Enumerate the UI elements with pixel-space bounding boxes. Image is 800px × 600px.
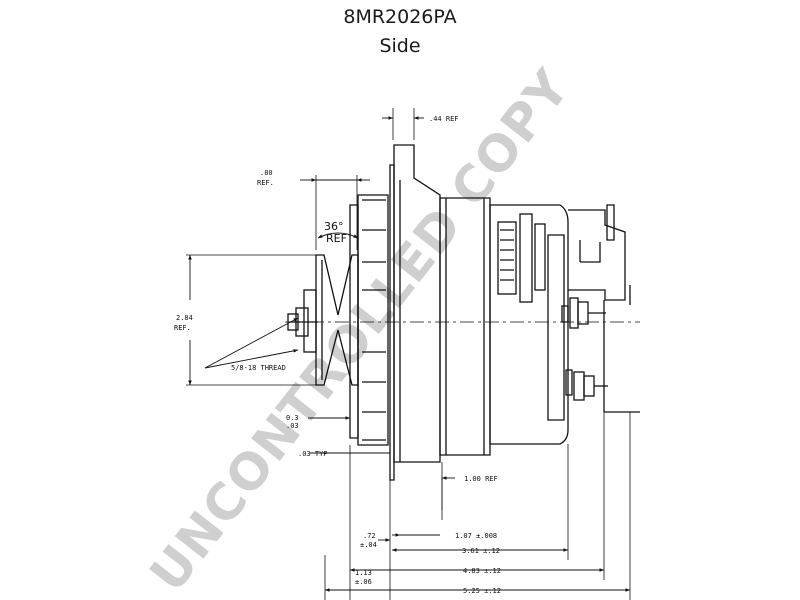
part-number-title: 8MR2026PA (343, 6, 457, 28)
dim-pulley-height: 2.84 (176, 314, 193, 322)
dim-fan-gap: 0.3 (286, 414, 299, 422)
dim-groove-angle: 36° (324, 220, 344, 233)
alternator-outline (186, 108, 640, 600)
dim-113-tol: ±.06 (355, 578, 372, 586)
dim-typ: .03 TYP (298, 450, 328, 458)
watermark-text: UNCONTROLLED COPY (139, 59, 581, 600)
view-subtitle: Side (379, 35, 421, 57)
dim-thread: 5/8-18 THREAD (231, 364, 286, 372)
dim-107: 1.07 ±.008 (455, 532, 497, 540)
dim-072: .72 (363, 532, 376, 540)
dim-top-ref: .44 REF (429, 115, 459, 123)
dim-113: 1.13 (355, 569, 372, 577)
dim-bottom-ref: 1.00 REF (464, 475, 498, 483)
dim-525: 5.25 ±.12 (463, 587, 501, 595)
dim-pulley-offset-ref: REF. (257, 179, 274, 187)
dim-072-tol: ±.04 (360, 541, 377, 549)
dim-pulley-offset: .80 (260, 169, 273, 177)
dim-483: 4.83 ±.12 (463, 567, 501, 575)
dim-fan-gap-tol: .03 (286, 422, 299, 430)
dim-groove-angle-ref: REF (326, 232, 347, 245)
dim-361: 3.61 ±.12 (462, 547, 500, 555)
dim-pulley-height-ref: REF. (174, 324, 191, 332)
